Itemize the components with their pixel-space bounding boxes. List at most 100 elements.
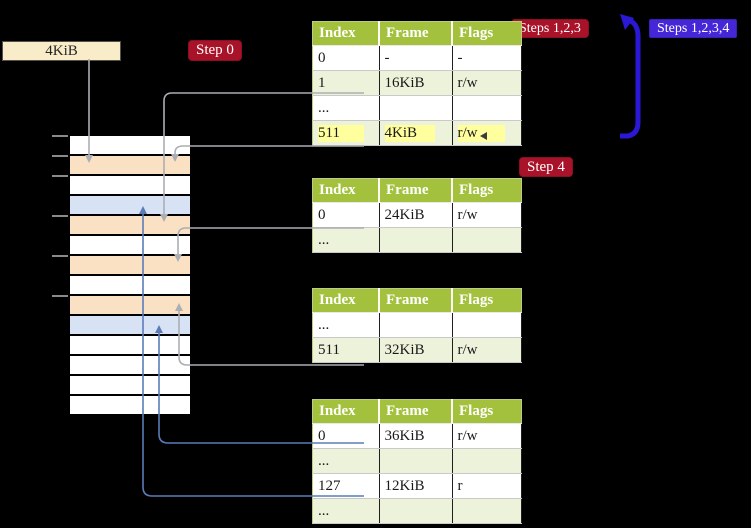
table-row: 511 4KiB r/w <box>312 120 522 146</box>
table-cell: ... <box>312 312 380 338</box>
highlighted-value: 511 <box>318 124 364 142</box>
table-cell <box>452 95 522 121</box>
memory-row-peach <box>70 216 190 236</box>
column-header: Frame <box>379 288 453 313</box>
tick-mark <box>52 155 68 157</box>
column-header: Index <box>312 178 380 203</box>
highlighted-value: 4KiB <box>384 124 436 142</box>
table-cell: ... <box>312 95 380 121</box>
tick-mark <box>52 175 68 177</box>
table-cell: r/w <box>452 70 522 96</box>
table-cell: 0 <box>312 202 380 228</box>
table-cell: r/w <box>452 120 522 146</box>
column-header: Frame <box>379 21 453 46</box>
table-cell: - <box>452 45 522 71</box>
table-cell: r <box>452 473 522 499</box>
memory-row-white <box>70 356 190 376</box>
table-cell: 4KiB <box>379 120 453 146</box>
table-row: ... <box>312 498 522 524</box>
memory-row-white <box>70 136 190 156</box>
memory-row-peach <box>70 256 190 276</box>
table-row: ... <box>312 312 522 338</box>
column-header: Frame <box>379 399 453 424</box>
tick-mark <box>52 295 68 297</box>
column-header: Flags <box>452 399 522 424</box>
table-cell: 1 <box>312 70 380 96</box>
table-cell: 32KiB <box>379 337 453 363</box>
memory-row-blue <box>70 196 190 216</box>
highlighted-value: r/w <box>457 124 506 142</box>
memory-row-white <box>70 336 190 356</box>
memory-row-white <box>70 176 190 196</box>
table-cell: 127 <box>312 473 380 499</box>
tick-mark <box>52 215 68 217</box>
table-cell <box>379 227 453 253</box>
column-header: Flags <box>452 21 522 46</box>
table-row: 0-- <box>312 45 522 71</box>
table-cell: 511 <box>312 337 380 363</box>
table-cell: 12KiB <box>379 473 453 499</box>
memory-row-white <box>70 376 190 396</box>
table-cell <box>379 498 453 524</box>
table-cell <box>452 227 522 253</box>
column-header: Index <box>312 288 380 313</box>
memory-row-white <box>70 396 190 416</box>
memory-row-blue <box>70 316 190 336</box>
step-4-badge: Step 4 <box>519 157 573 177</box>
memory-row-white <box>70 276 190 296</box>
memory-row-peach <box>70 296 190 316</box>
steps-loop-arrow <box>620 17 641 139</box>
column-header: Index <box>312 399 380 424</box>
step-0-badge: Step 0 <box>188 40 242 61</box>
column-header: Flags <box>452 288 522 313</box>
table-row: ... <box>312 227 522 253</box>
table-cell: r/w <box>452 202 522 228</box>
steps-loop-arrowhead <box>620 14 634 30</box>
column-header: Frame <box>379 178 453 203</box>
table-cell <box>379 312 453 338</box>
table-cell: ... <box>312 227 380 253</box>
column-header: Index <box>312 21 380 46</box>
table-cell: 24KiB <box>379 202 453 228</box>
tick-mark <box>52 135 68 137</box>
table-cell <box>452 498 522 524</box>
table-cell <box>452 312 522 338</box>
table-cell: r/w <box>452 423 522 449</box>
table-cell <box>452 448 522 474</box>
table-cell: ... <box>312 498 380 524</box>
tick-mark <box>52 255 68 257</box>
memory-row-white <box>70 236 190 256</box>
column-header: Flags <box>452 178 522 203</box>
table-cell: r/w <box>452 337 522 363</box>
table-cell: 36KiB <box>379 423 453 449</box>
table-cell: 0 <box>312 45 380 71</box>
table-cell: 511 <box>312 120 380 146</box>
frame-size-box: 4KiB <box>2 41 121 61</box>
steps-1-2-3-badge: Steps 1,2,3 <box>511 19 589 38</box>
table-row: ... <box>312 448 522 474</box>
memory-row-peach <box>70 156 190 176</box>
table-cell: 16KiB <box>379 70 453 96</box>
table-cell <box>379 448 453 474</box>
table-cell: ... <box>312 448 380 474</box>
memory-strip <box>70 136 190 416</box>
table-cell <box>379 95 453 121</box>
table-cell: - <box>379 45 453 71</box>
table-row: ... <box>312 95 522 121</box>
pt1-entry-511-arrow <box>174 145 364 155</box>
steps-1-2-3-4-badge: Steps 1,2,3,4 <box>649 19 738 38</box>
